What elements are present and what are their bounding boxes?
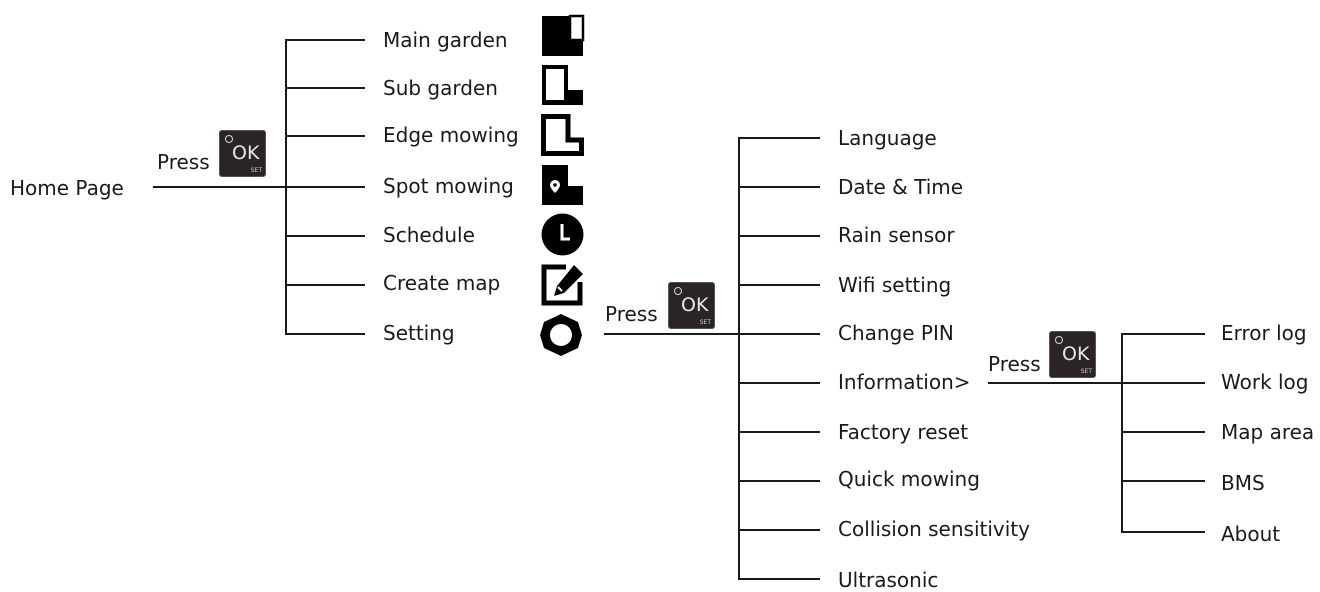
setting-item-factory-reset[interactable]: Factory reset (838, 420, 969, 444)
setting-item-ultrasonic[interactable]: Ultrasonic (838, 568, 939, 592)
branch-change-pin (738, 333, 820, 335)
info-item-bms[interactable]: BMS (1221, 471, 1265, 495)
create-map-icon (541, 264, 583, 306)
press-label-3: Press (988, 352, 1041, 376)
info-item-map-area[interactable]: Map area (1221, 420, 1315, 444)
branch-rain-sensor (738, 235, 820, 237)
ok-button-3[interactable]: OK SET (1049, 331, 1096, 378)
setting-item-collision-sensitivity[interactable]: Collision sensitivity (838, 517, 1030, 541)
ok-button-text: OK (1062, 343, 1090, 365)
branch-error-log (1121, 333, 1205, 335)
branch-map-area (1121, 431, 1205, 433)
ok-button-set-text: SET (1080, 368, 1092, 375)
setting-menu-spine (738, 137, 740, 579)
branch-edge-mowing (285, 135, 365, 137)
branch-sub-garden (285, 87, 365, 89)
menu-item-edge-mowing[interactable]: Edge mowing (383, 123, 519, 147)
branch-information (738, 382, 820, 384)
root-home-page[interactable]: Home Page (10, 176, 124, 200)
branch-ultrasonic (738, 578, 820, 580)
info-item-work-log[interactable]: Work log (1221, 370, 1309, 394)
ok-button-1[interactable]: OK SET (219, 130, 266, 177)
information-connector-line (988, 382, 1123, 384)
branch-schedule (285, 235, 365, 237)
setting-item-quick-mowing[interactable]: Quick mowing (838, 467, 980, 491)
branch-about (1121, 531, 1205, 533)
branch-work-log (1121, 382, 1205, 384)
setting-connector-line (604, 333, 740, 335)
branch-date-time (738, 186, 820, 188)
menu-item-sub-garden[interactable]: Sub garden (383, 76, 498, 100)
schedule-icon (541, 213, 584, 256)
menu-item-main-garden[interactable]: Main garden (383, 28, 508, 52)
branch-spot-mowing (285, 186, 365, 188)
edge-mowing-icon (541, 114, 584, 156)
info-item-about[interactable]: About (1221, 522, 1281, 546)
press-label-2: Press (605, 302, 658, 326)
press-label-1: Press (157, 150, 210, 174)
setting-item-change-pin[interactable]: Change PIN (838, 321, 954, 345)
branch-bms (1121, 480, 1205, 482)
setting-item-wifi-setting[interactable]: Wifi setting (838, 273, 952, 297)
ok-button-text: OK (232, 142, 260, 164)
main-garden-icon (542, 14, 585, 56)
branch-wifi-setting (738, 284, 820, 286)
branch-main-garden (285, 39, 365, 41)
power-ring-icon (674, 287, 682, 295)
power-ring-icon (1055, 336, 1063, 344)
menu-item-create-map[interactable]: Create map (383, 271, 501, 295)
ok-button-text: OK (681, 294, 709, 316)
setting-item-date-time[interactable]: Date & Time (838, 175, 964, 199)
branch-create-map (285, 284, 365, 286)
setting-item-rain-sensor[interactable]: Rain sensor (838, 223, 955, 247)
menu-item-spot-mowing[interactable]: Spot mowing (383, 174, 514, 198)
branch-quick-mowing (738, 480, 820, 482)
sub-garden-icon (542, 65, 583, 105)
ok-button-set-text: SET (699, 319, 711, 326)
branch-language (738, 137, 820, 139)
ok-button-set-text: SET (250, 167, 262, 174)
branch-factory-reset (738, 431, 820, 433)
setting-item-language[interactable]: Language (838, 126, 937, 150)
root-connector-line (153, 186, 286, 188)
branch-setting (285, 333, 365, 335)
setting-icon (540, 314, 582, 356)
power-ring-icon (225, 135, 233, 143)
menu-item-schedule[interactable]: Schedule (383, 223, 475, 247)
info-item-error-log[interactable]: Error log (1221, 321, 1307, 345)
setting-item-information[interactable]: Information> (838, 370, 971, 394)
ok-button-2[interactable]: OK SET (668, 282, 715, 329)
spot-mowing-icon (542, 165, 583, 205)
branch-collision-sensitivity (738, 529, 820, 531)
menu-item-setting[interactable]: Setting (383, 321, 455, 345)
